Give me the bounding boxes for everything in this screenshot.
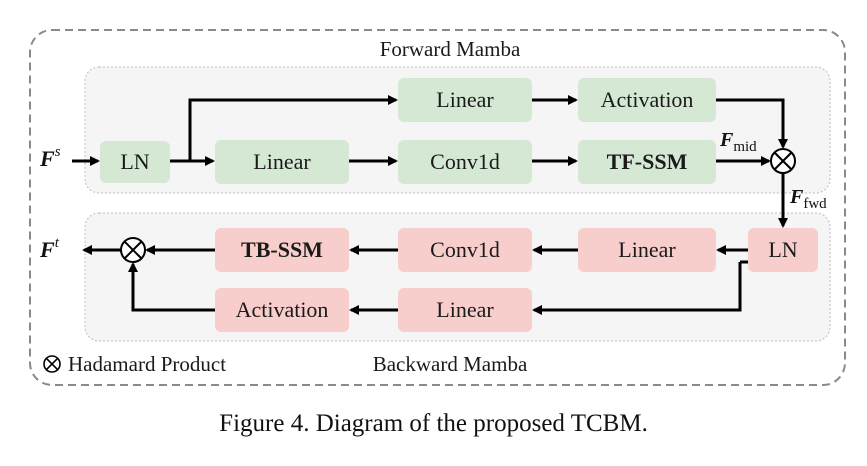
backward-linear-top-label: Linear: [618, 237, 676, 262]
forward-ln-label: LN: [120, 149, 149, 174]
forward-connectors: [72, 95, 788, 228]
legend: Hadamard Product: [43, 352, 226, 376]
backward-linear-bottom-box: Linear: [398, 288, 532, 332]
arrow-ln-to-linear-bottom-b: [532, 262, 742, 315]
forward-title: Forward Mamba: [380, 37, 521, 61]
backward-ln-label: LN: [768, 237, 797, 262]
backward-ln-box: LN: [748, 228, 818, 272]
forward-linear-mid-label: Linear: [253, 149, 311, 174]
backward-ssm-box: TB-SSM: [215, 228, 349, 272]
forward-ln-box: LN: [100, 141, 170, 183]
arrow-activation-to-product-b: [128, 262, 215, 312]
backward-activation-label: Activation: [236, 297, 329, 322]
backward-activation-box: Activation: [215, 288, 349, 332]
forward-ssm-label: TF-SSM: [607, 149, 688, 174]
hadamard-legend-icon: [43, 355, 61, 373]
forward-activation-label: Activation: [601, 87, 694, 112]
backward-connectors: [82, 245, 748, 315]
output-symbol: Ft: [39, 235, 60, 262]
forward-conv1d-box: Conv1d: [398, 140, 532, 184]
backward-title: Backward Mamba: [373, 352, 528, 376]
backward-linear-top-box: Linear: [578, 228, 716, 272]
legend-label: Hadamard Product: [68, 352, 226, 376]
forward-linear-top-label: Linear: [436, 87, 494, 112]
forward-linear-mid-box: Linear: [215, 140, 349, 184]
forward-conv1d-label: Conv1d: [430, 149, 500, 174]
forward-activation-box: Activation: [578, 78, 716, 122]
mid-symbol: Fmid: [719, 129, 757, 155]
arrow-activation-to-product: [716, 98, 788, 149]
backward-ssm-label: TB-SSM: [241, 237, 323, 262]
figure-caption: Figure 4. Diagram of the proposed TCBM.: [219, 410, 648, 437]
backward-conv1d-label: Conv1d: [430, 237, 500, 262]
hadamard-forward-icon: [770, 148, 796, 174]
backward-conv1d-box: Conv1d: [398, 228, 532, 272]
tcbm-diagram: Forward Mamba Backward Mamba LN Linear A…: [29, 29, 846, 386]
backward-linear-bottom-label: Linear: [436, 297, 494, 322]
fwd-symbol: Ffwd: [789, 186, 827, 212]
forward-linear-top-box: Linear: [398, 78, 532, 122]
hadamard-backward-icon: [120, 237, 146, 263]
input-symbol: Fs: [39, 144, 61, 171]
forward-ssm-box: TF-SSM: [578, 140, 716, 184]
arrow-ln-to-linear-top: [188, 95, 398, 161]
